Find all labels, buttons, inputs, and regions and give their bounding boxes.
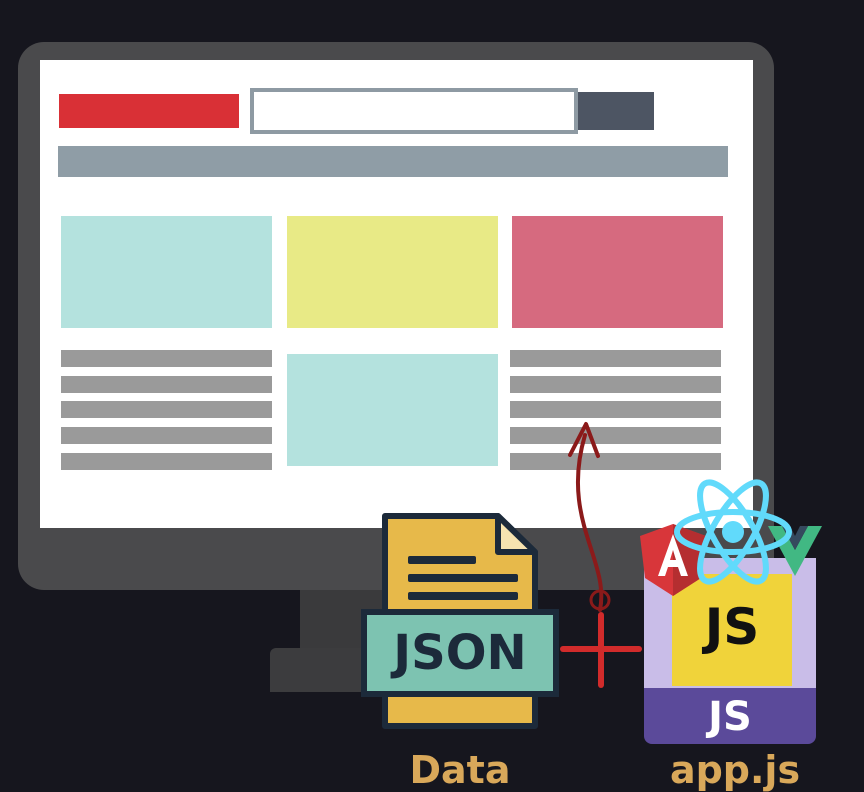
text-line bbox=[510, 376, 721, 393]
card-teal-bottom bbox=[287, 354, 498, 466]
data-flow-arrow bbox=[568, 422, 611, 612]
plus-sign bbox=[560, 612, 642, 688]
text-column-left bbox=[61, 350, 272, 470]
js-app-file-icon: JS JS bbox=[636, 478, 826, 748]
js-bottom-label: JS bbox=[708, 694, 752, 740]
json-file-icon: JSON bbox=[360, 512, 560, 730]
app-js-caption: app.js bbox=[669, 748, 801, 792]
text-line bbox=[510, 453, 721, 470]
text-line bbox=[61, 376, 272, 393]
card-teal bbox=[61, 216, 272, 328]
text-column-right bbox=[510, 350, 721, 470]
text-line bbox=[61, 401, 272, 418]
text-line bbox=[510, 350, 721, 367]
logo-block bbox=[59, 94, 239, 128]
text-line bbox=[510, 427, 721, 444]
search-input[interactable] bbox=[250, 88, 578, 134]
text-line bbox=[61, 427, 272, 444]
json-label: JSON bbox=[393, 625, 527, 681]
data-caption: Data bbox=[409, 748, 511, 792]
text-line bbox=[61, 350, 272, 367]
card-yellow bbox=[287, 216, 498, 328]
text-line bbox=[510, 401, 721, 418]
nav-bar bbox=[58, 146, 728, 177]
card-pink bbox=[512, 216, 723, 328]
text-line bbox=[61, 453, 272, 470]
js-top-label: JS bbox=[704, 598, 760, 656]
react-icon bbox=[674, 479, 792, 585]
search-button[interactable] bbox=[578, 92, 654, 130]
monitor-screen bbox=[40, 60, 753, 528]
